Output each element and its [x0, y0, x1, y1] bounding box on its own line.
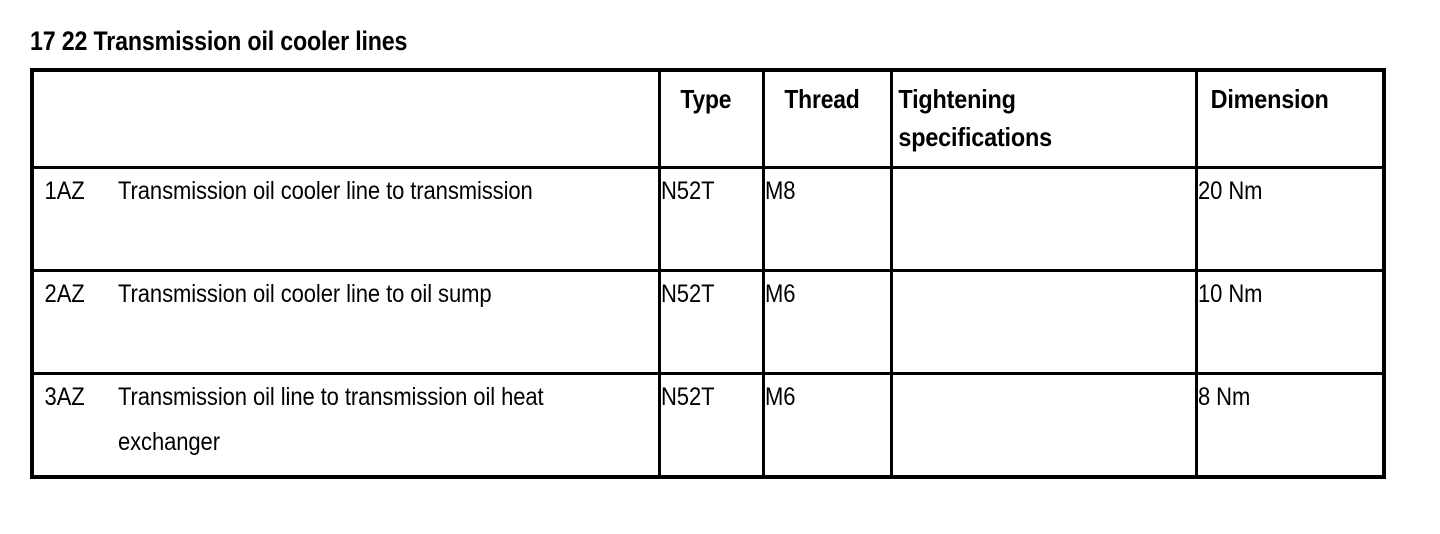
thread-value: M8 — [764, 177, 795, 205]
header-label-dimension: Dimension — [1210, 84, 1329, 114]
header-cell-description — [30, 68, 661, 169]
cell-dimension: 20 Nm — [1194, 166, 1386, 272]
cell-tightening — [889, 166, 1198, 272]
table-row: 2AZ Transmission oil cooler line to oil … — [30, 269, 1386, 375]
cell-type: N52T — [657, 372, 765, 479]
header-cell-thread: Thread — [761, 68, 893, 169]
header-label-type: Type — [679, 84, 731, 114]
page-title: 17 22 Transmission oil cooler lines — [30, 26, 408, 56]
type-value: N52T — [660, 383, 715, 411]
item-number: 3AZ — [44, 383, 85, 411]
header-cell-dimension: Dimension — [1194, 68, 1386, 169]
cell-tightening — [889, 269, 1198, 375]
thread-value: M6 — [764, 383, 795, 411]
cell-description: 2AZ Transmission oil cooler line to oil … — [30, 269, 661, 375]
dimension-value: 10 Nm — [1197, 280, 1262, 308]
cell-description: 1AZ Transmission oil cooler line to tran… — [30, 166, 661, 272]
item-number: 2AZ — [44, 280, 85, 308]
header-cell-tightening: Tightening specifications — [889, 68, 1198, 169]
table-row: 3AZ Transmission oil line to transmissio… — [30, 372, 1386, 479]
cell-dimension: 10 Nm — [1194, 269, 1386, 375]
item-description: Transmission oil cooler line to transmis… — [118, 177, 533, 205]
torque-specification-table: Type Thread Tightening specifications Di… — [30, 68, 1386, 479]
thread-value: M6 — [764, 280, 795, 308]
item-description: Transmission oil cooler line to oil sump — [118, 280, 492, 308]
dimension-value: 8 Nm — [1197, 383, 1250, 411]
cell-type: N52T — [657, 269, 765, 375]
header-label-description — [34, 72, 583, 80]
item-description: Transmission oil line to transmission oi… — [118, 383, 544, 456]
cell-type: N52T — [657, 166, 765, 272]
type-value: N52T — [660, 177, 715, 205]
header-label-tightening: Tightening specifications — [897, 84, 1052, 152]
item-number: 1AZ — [44, 177, 85, 205]
header-cell-type: Type — [657, 68, 765, 169]
cell-thread: M8 — [761, 166, 893, 272]
cell-thread: M6 — [761, 269, 893, 375]
type-value: N52T — [660, 280, 715, 308]
dimension-value: 20 Nm — [1197, 177, 1262, 205]
cell-thread: M6 — [761, 372, 893, 479]
header-label-thread: Thread — [783, 84, 860, 114]
cell-tightening — [889, 372, 1198, 479]
table-header-row: Type Thread Tightening specifications Di… — [30, 68, 1386, 169]
cell-description: 3AZ Transmission oil line to transmissio… — [30, 372, 661, 479]
table-row: 1AZ Transmission oil cooler line to tran… — [30, 166, 1386, 272]
cell-dimension: 8 Nm — [1194, 372, 1386, 479]
